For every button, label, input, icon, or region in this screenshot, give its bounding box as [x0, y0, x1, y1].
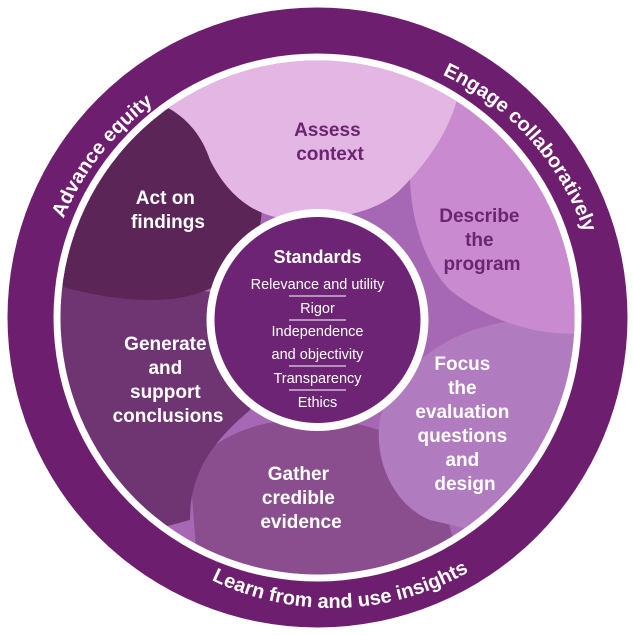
standard-ethics: Ethics	[298, 395, 338, 411]
standard-independence: Independence	[272, 324, 364, 340]
step-label-describe-the-program: Describe the program	[439, 206, 525, 275]
standard-relevance-and-utility: Relevance and utility	[251, 277, 386, 293]
step-label-focus-the-evaluation: Focus the evaluation questions and desig…	[415, 354, 514, 495]
standard-and-objectivity: and objectivity	[272, 347, 365, 363]
standard-rigor: Rigor	[300, 301, 335, 317]
segment-assess-context	[150, 60, 462, 220]
standards-title: Standards	[273, 247, 361, 267]
step-label-generate-and-support-conclusions: Generate and support conclusions	[113, 334, 224, 427]
step-label-gather-credible-evidence: Gather credible evidence	[260, 464, 341, 533]
step-label-assess-context: Assess context	[294, 120, 366, 165]
step-label-act-on-findings: Act on findings	[131, 188, 205, 233]
standard-transparency: Transparency	[273, 371, 362, 387]
